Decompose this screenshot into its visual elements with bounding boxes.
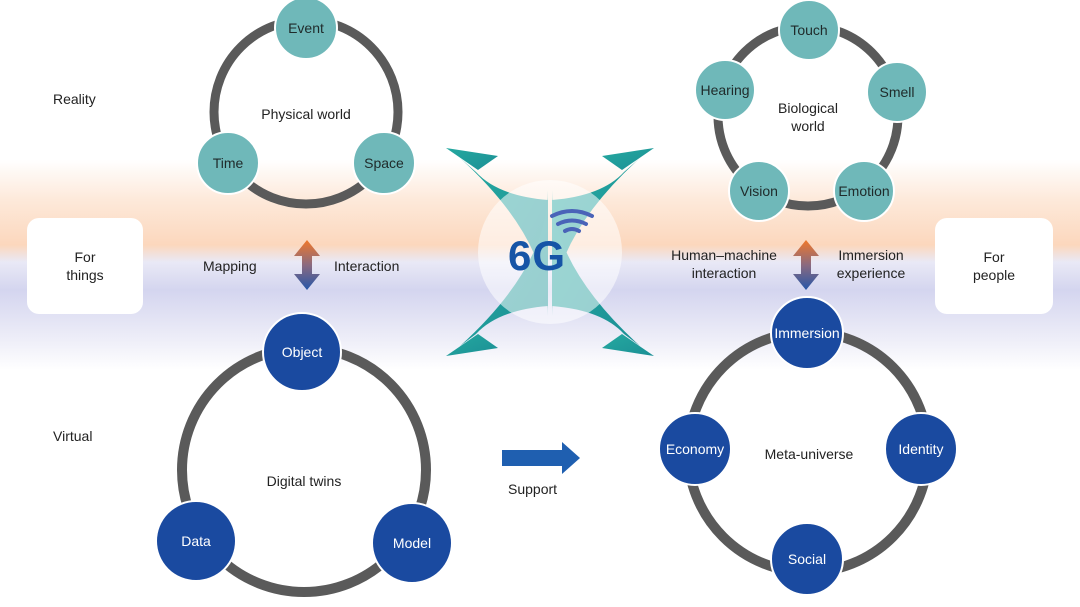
node-social: Social bbox=[770, 522, 844, 596]
for-things-label: For things bbox=[66, 249, 104, 283]
for-things-box: For things bbox=[27, 218, 143, 314]
digital-twins-title: Digital twins bbox=[266, 473, 342, 489]
for-people-box: For people bbox=[935, 218, 1053, 314]
node-vision: Vision bbox=[728, 160, 790, 222]
node-identity: Identity bbox=[884, 412, 958, 486]
six-g-label: 6G bbox=[508, 232, 567, 279]
biological-world-title: Biological world bbox=[778, 100, 838, 134]
meta-universe-title: Meta-universe bbox=[764, 446, 854, 462]
node-data: Data bbox=[155, 500, 237, 582]
mapping-interaction-arrow bbox=[294, 240, 320, 290]
node-space: Space bbox=[352, 131, 416, 195]
node-time: Time bbox=[196, 131, 260, 195]
node-hearing: Hearing bbox=[694, 59, 756, 121]
node-smell: Smell bbox=[866, 61, 928, 123]
central-disc bbox=[478, 180, 622, 324]
human-machine-label: Human–machine interaction bbox=[671, 247, 777, 281]
node-immersion: Immersion bbox=[770, 296, 844, 370]
node-event: Event bbox=[274, 0, 338, 60]
immersion-experience-label: Immersion experience bbox=[836, 247, 906, 281]
node-emotion: Emotion bbox=[833, 160, 895, 222]
row-label-reality: Reality bbox=[53, 91, 96, 107]
node-touch: Touch bbox=[778, 0, 840, 61]
for-people-label: For people bbox=[972, 249, 1016, 283]
node-model: Model bbox=[371, 502, 453, 584]
human-machine-arrow bbox=[793, 240, 819, 290]
node-object: Object bbox=[262, 312, 342, 392]
support-label: Support bbox=[508, 481, 558, 497]
row-label-virtual: Virtual bbox=[53, 428, 93, 444]
node-economy: Economy bbox=[658, 412, 732, 486]
mapping-label: Mapping bbox=[203, 258, 257, 274]
physical-world-title: Physical world bbox=[261, 106, 351, 122]
interaction-label: Interaction bbox=[334, 258, 400, 274]
support-arrow bbox=[502, 442, 580, 474]
wireless-signal-icon bbox=[550, 209, 594, 233]
